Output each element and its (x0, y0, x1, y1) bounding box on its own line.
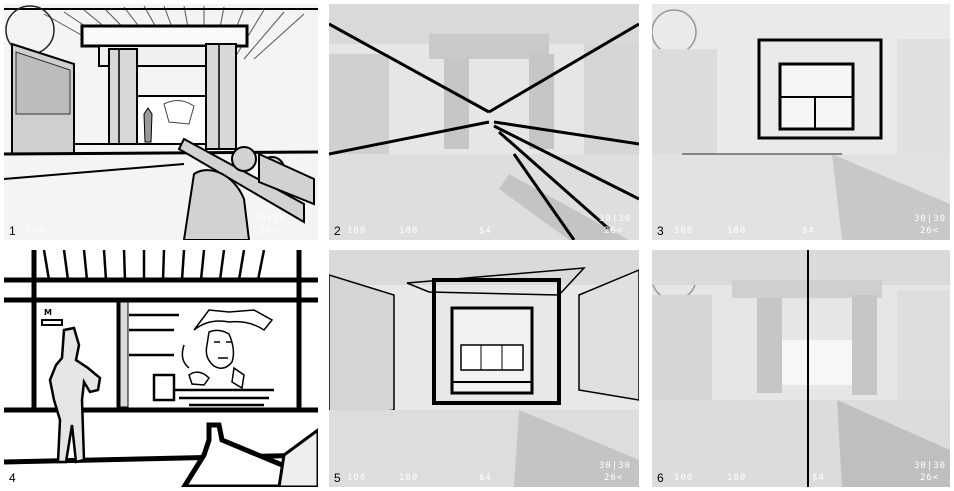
panel-5-perspective-frames: 5 100 100 $4 30|30 26< (329, 250, 639, 487)
panel-number: 4 (9, 471, 16, 485)
panel-number: 6 (657, 471, 664, 485)
panel-3-nested-frames: 3 100 100 $4 30|30 26< (652, 4, 950, 240)
hud-health: 100 (674, 226, 693, 236)
hud-money: $4 (812, 473, 825, 483)
panel-6-drawing (652, 250, 950, 487)
hud-ammo-clip: 30|30 (254, 214, 286, 224)
hud-armor: 100 (727, 473, 746, 483)
panel-1-drawing (4, 4, 318, 240)
panel-2-drawing (329, 4, 639, 240)
panel-3-drawing (652, 4, 950, 240)
panel-number: 5 (334, 471, 341, 485)
hud-health: 100 (347, 473, 366, 483)
hud-health: 100 (26, 226, 45, 236)
hud-ammo-reserve: 26< (604, 473, 623, 483)
hud-health: 100 (347, 226, 366, 236)
panel-5-drawing (329, 250, 639, 487)
hud-ammo-reserve: 26< (259, 226, 278, 236)
panel-6-vertical-line: 6 100 100 $4 30|30 26< (652, 250, 950, 487)
hud-ammo-reserve: 26< (920, 226, 939, 236)
panel-4-thick-outline: M 4 (4, 250, 318, 487)
hud-money: $4 (802, 226, 815, 236)
panel-number: 3 (657, 224, 664, 238)
panel-number: 1 (9, 224, 16, 238)
sign-label: M (44, 308, 52, 317)
panel-number: 2 (334, 224, 341, 238)
panel-4-drawing (4, 250, 318, 487)
hud-money: $4 (479, 473, 492, 483)
hud-ammo-reserve: 26< (920, 473, 939, 483)
hud-ammo-reserve: 26< (604, 226, 623, 236)
panel-1-line-drawing: 1 100 30|30 26< (4, 4, 318, 240)
hud-armor: 100 (399, 473, 418, 483)
hud-ammo-clip: 30|30 (599, 461, 631, 471)
hud-ammo-clip: 30|30 (599, 214, 631, 224)
hud-armor: 100 (399, 226, 418, 236)
hud-health: 100 (674, 473, 693, 483)
hud-money: $4 (479, 226, 492, 236)
hud-armor: 100 (727, 226, 746, 236)
panel-2-perspective-lines: 2 100 100 $4 30|30 26< (329, 4, 639, 240)
hud-ammo-clip: 30|30 (914, 214, 946, 224)
hud-ammo-clip: 30|30 (914, 461, 946, 471)
